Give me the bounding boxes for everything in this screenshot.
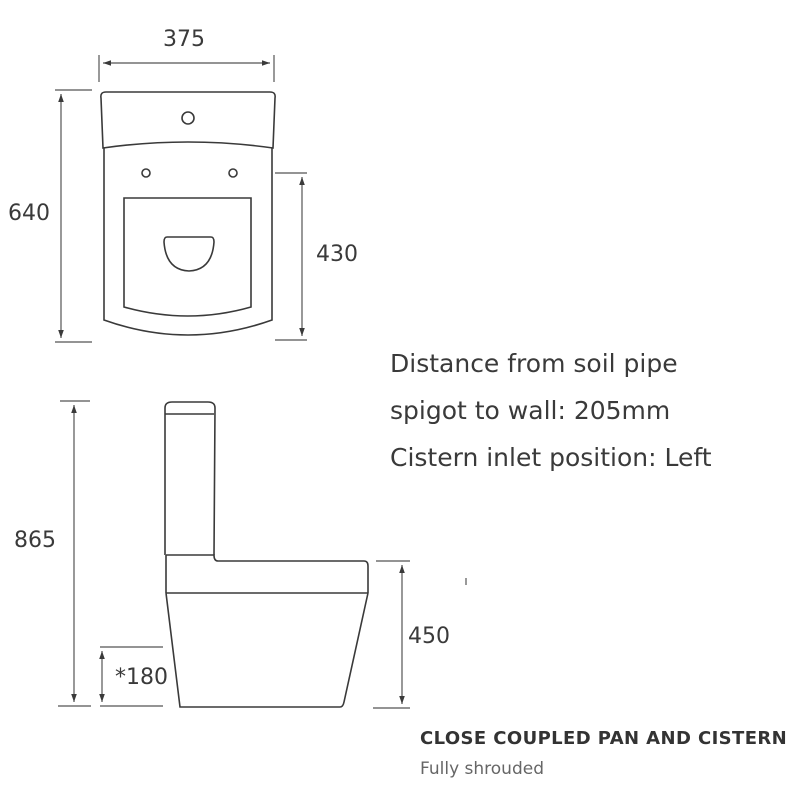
seat-side-outline	[166, 554, 369, 593]
outlet-height-dimension-label: *180	[115, 665, 168, 690]
pan-plan-outline	[103, 148, 273, 336]
seat-plan-outline	[123, 197, 252, 317]
plan-dimensions	[55, 55, 307, 343]
fixing-hole-left-icon	[141, 168, 151, 178]
width-dimension-label: 375	[163, 27, 205, 52]
height-dimension-label: 865	[14, 528, 56, 553]
side-view	[164, 401, 369, 708]
side-dimensions	[58, 400, 467, 709]
pan-side-outline	[165, 592, 369, 708]
product-subtitle: Fully shrouded	[420, 759, 544, 779]
spec-notes: Distance from soil pipe spigot to wall: …	[390, 344, 712, 485]
fixing-hole-right-icon	[228, 168, 238, 178]
spec-line: spigot to wall: 205mm	[390, 396, 671, 425]
cistern-side-outline	[164, 401, 216, 556]
pan-depth-dimension-label: 430	[316, 242, 358, 267]
product-title: CLOSE COUPLED PAN AND CISTERN	[420, 728, 788, 749]
spec-line: Cistern inlet position: Left	[390, 443, 712, 472]
cistern-plan-outline	[100, 91, 276, 149]
seat-height-dimension-label: 450	[408, 624, 450, 649]
depth-dimension-label: 640	[8, 201, 50, 226]
bowl-opening-outline	[163, 236, 215, 272]
plan-view	[100, 91, 276, 336]
cistern-button-icon	[181, 111, 195, 125]
spec-line: Distance from soil pipe	[390, 349, 678, 378]
